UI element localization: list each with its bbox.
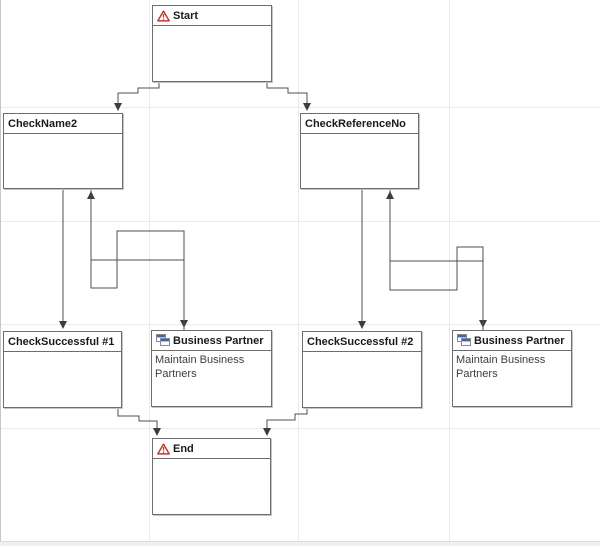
node-checkname2[interactable]: CheckName2 bbox=[3, 113, 123, 189]
node-label: CheckSuccessful #1 bbox=[8, 335, 115, 348]
node-body bbox=[301, 134, 418, 138]
node-end[interactable]: End bbox=[152, 438, 271, 515]
node-start[interactable]: Start bbox=[152, 5, 272, 82]
node-label: CheckReferenceNo bbox=[305, 117, 406, 130]
node-checksuccessful-1[interactable]: CheckSuccessful #1 bbox=[3, 331, 122, 408]
connector-checksuccessful2-to-end[interactable] bbox=[263, 408, 308, 436]
node-checksuccessful-2-header: CheckSuccessful #2 bbox=[303, 332, 421, 352]
gridline bbox=[0, 324, 600, 325]
gridline bbox=[0, 428, 600, 429]
node-body bbox=[153, 26, 271, 30]
gridline bbox=[149, 0, 150, 541]
node-checkreferenceno-header: CheckReferenceNo bbox=[301, 114, 418, 134]
connector-businesspartner2-to-checkreferenceno[interactable] bbox=[386, 191, 484, 330]
gridline bbox=[0, 107, 600, 108]
node-body bbox=[4, 134, 122, 138]
node-body bbox=[4, 352, 121, 356]
warning-icon bbox=[157, 442, 170, 455]
connector-businesspartner1-to-checkname2[interactable] bbox=[87, 191, 185, 330]
connector-checkname2-to-businesspartner1[interactable] bbox=[90, 189, 188, 328]
warning-icon bbox=[157, 9, 170, 22]
node-body: Maintain Business Partners bbox=[155, 354, 245, 381]
node-label: Start bbox=[173, 9, 199, 22]
connector-start-to-checkname2[interactable] bbox=[114, 82, 160, 111]
node-body: Maintain Business Partners bbox=[456, 354, 546, 381]
node-checksuccessful-1-header: CheckSuccessful #1 bbox=[4, 332, 121, 352]
node-body bbox=[303, 352, 421, 356]
node-label: End bbox=[173, 442, 194, 455]
node-checksuccessful-2[interactable]: CheckSuccessful #2 bbox=[302, 331, 422, 408]
cascade-windows-icon bbox=[457, 334, 471, 347]
connector-checksuccessful1-to-end[interactable] bbox=[117, 408, 161, 436]
node-businesspartner-2-header: Business Partner bbox=[453, 331, 571, 351]
cascade-windows-icon bbox=[156, 334, 170, 347]
gridline bbox=[298, 0, 299, 541]
node-businesspartner-2[interactable]: Business Partner Maintain Business Partn… bbox=[452, 330, 572, 407]
node-label: CheckSuccessful #2 bbox=[307, 335, 414, 348]
node-checkname2-header: CheckName2 bbox=[4, 114, 122, 134]
node-businesspartner-1-header: Business Partner bbox=[152, 331, 271, 351]
node-label: Business Partner bbox=[474, 334, 565, 347]
canvas-bottom-edge bbox=[0, 541, 600, 546]
node-label: Business Partner bbox=[173, 334, 264, 347]
node-start-header: Start bbox=[153, 6, 271, 26]
connector-start-to-checkreferenceno[interactable] bbox=[266, 82, 311, 111]
node-label: CheckName2 bbox=[8, 117, 78, 130]
canvas-left-edge bbox=[0, 0, 1, 541]
node-businesspartner-1[interactable]: Business Partner Maintain Business Partn… bbox=[151, 330, 272, 407]
connector-checkreferenceno-to-businesspartner2[interactable] bbox=[389, 189, 487, 328]
gridline bbox=[0, 221, 600, 222]
node-checkreferenceno[interactable]: CheckReferenceNo bbox=[300, 113, 419, 189]
gridline bbox=[449, 0, 450, 541]
node-body bbox=[153, 459, 270, 463]
node-end-header: End bbox=[153, 439, 270, 459]
